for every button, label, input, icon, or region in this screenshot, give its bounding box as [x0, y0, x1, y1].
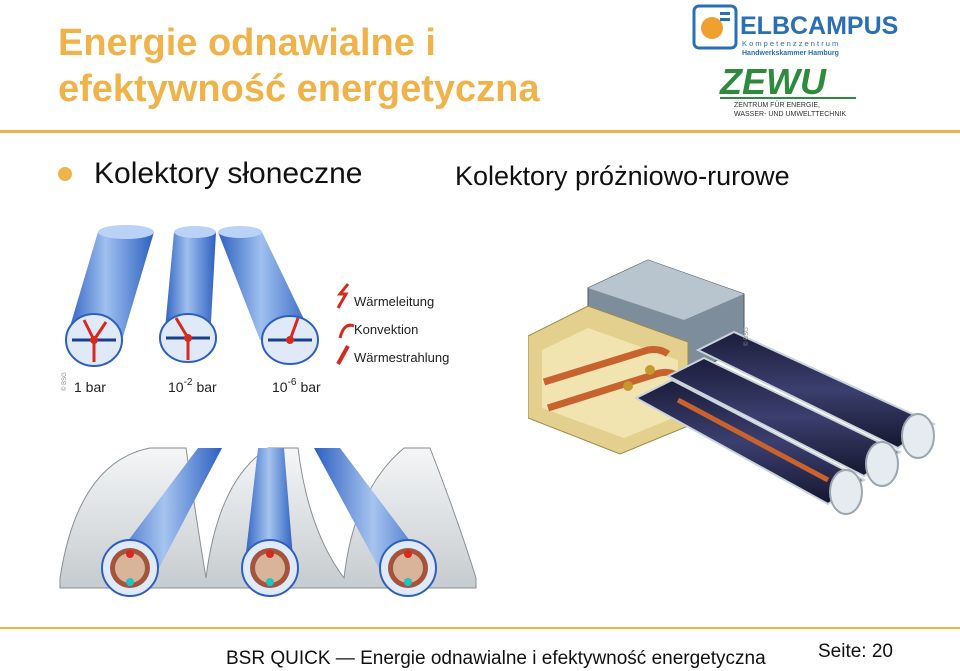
tube-10e-6bar [218, 226, 319, 365]
vacuum-tube-2 [665, 356, 903, 487]
collector-tube-3 [314, 448, 437, 597]
page-number: Seite: 20 [818, 641, 893, 662]
collector-tube-1 [101, 448, 222, 597]
bullet-text: Kolektory słoneczne [94, 157, 363, 190]
zewu-name: ZEWU [719, 61, 827, 102]
evacuated-tube-collector-diagram: © BSG [528, 259, 937, 515]
legend-item-radiation: Wärmestrahlung [354, 350, 449, 365]
collector-tube-2 [241, 448, 299, 597]
zewu-subtitle-1: ZENTRUM FÜR ENERGIE, [734, 101, 820, 109]
zewu-logo: ZEWU ZENTRUM FÜR ENERGIE, WASSER- UND UM… [719, 61, 856, 118]
slide-title: Energie odnawialne i efektywność energet… [58, 20, 678, 112]
reflector-collector-diagram [59, 447, 477, 597]
subheading: Kolektory próżniowo-rurowe [455, 161, 790, 191]
copyright-note: © BSG [61, 372, 68, 391]
collector-copyright: © BSG [743, 327, 750, 346]
elbcampus-subtitle: K o m p e t e n z z e n t r u m [742, 39, 838, 48]
top-divider [0, 130, 960, 133]
elbcampus-name: ELBCAMPUS [740, 12, 898, 40]
legend-item-conduction: Wärmeleitung [354, 294, 434, 309]
vacuum-tube-3 [633, 378, 866, 515]
radiation-arrow-icon [336, 345, 350, 365]
slide-title-line-1: Energie odnawialne i [58, 22, 436, 64]
zewu-subtitle-2: WASSER- UND UMWELTTECHNIK [734, 111, 846, 118]
bullet-icon [58, 167, 72, 181]
legend: Wärmeleitung Konvektion Wärmestrahlung [336, 283, 449, 365]
elbcampus-subtitle-2: Handwerkskammer Hamburg [742, 50, 839, 57]
tube-1bar [65, 225, 154, 367]
legend-item-convection: Konvektion [354, 322, 418, 337]
slide-title-line-2: efektywność energetyczna [58, 68, 540, 110]
pressure-label-1: 1 bar [74, 379, 106, 395]
logos: ELBCAMPUS K o m p e t e n z z e n t r u … [692, 4, 898, 118]
footer-divider [0, 627, 960, 629]
tube-10e-2bar [159, 226, 217, 363]
heat-loss-tubes-diagram: Wärmeleitung Konvektion Wärmestrahlung ©… [61, 225, 449, 395]
convection-arrow-icon [338, 323, 355, 339]
vacuum-tube-1 [695, 330, 937, 459]
conduction-arrow-icon [336, 283, 350, 309]
elbcampus-logo: ELBCAMPUS K o m p e t e n z z e n t r u … [692, 4, 898, 57]
footer-text: BSR QUICK — Energie odnawialne i efektyw… [226, 648, 766, 669]
